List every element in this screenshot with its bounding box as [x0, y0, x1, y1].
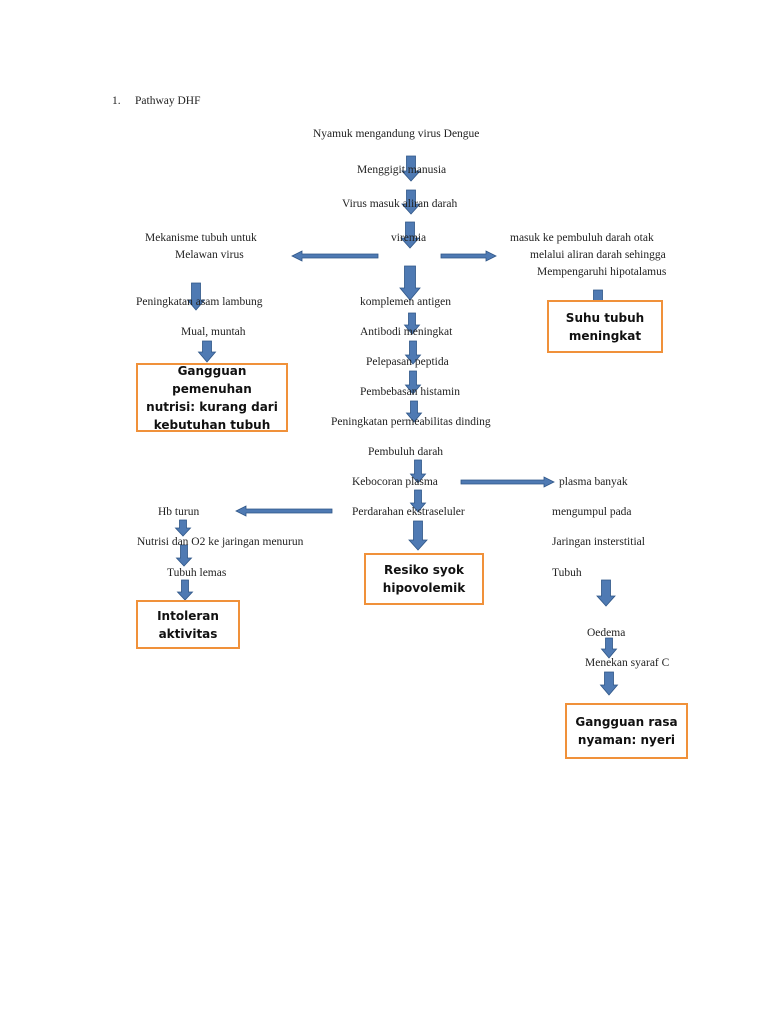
heading-number: 1.	[112, 95, 121, 107]
diagnosis-suhu-line2: meningkat	[568, 328, 642, 343]
node-viremia: viremia	[391, 232, 427, 244]
arrow-nutrisi-o2-to-lemas	[175, 544, 193, 567]
node-menggigit: Menggigit manusia	[357, 164, 447, 176]
node-mekanisme-line1: Mekanisme tubuh untuk	[145, 232, 257, 244]
arrow-komplemen-to-antibodi	[403, 312, 421, 335]
node-peningkatan-asam: Peningkatan asam lambung	[136, 296, 263, 308]
node-menekan: Menekan syaraf C	[585, 657, 670, 669]
diagnosis-resiko-syok: Resiko syok hipovolemik	[364, 553, 484, 605]
arrow-kebocoran-to-perdarahan	[409, 489, 427, 513]
diagnosis-nyaman-line2: nyaman: nyeri	[577, 733, 676, 747]
node-oedema: Oedema	[587, 627, 626, 639]
diagnosis-syok-line1: Resiko syok	[384, 563, 464, 577]
node-permeabilitas: Peningkatan permeabilitas dinding	[331, 416, 491, 428]
arrow-pembuluh-to-kebocoran	[409, 459, 427, 484]
diagnosis-syok-line2: hipovolemik	[382, 581, 466, 595]
diagnosis-intoleran-line1: Intoleran	[157, 608, 219, 623]
node-pembuluh: Pembuluh darah	[368, 446, 444, 458]
arrow-viremia-to-pembuluh-otak	[440, 250, 497, 262]
diagnosis-nutrisi-line1: Gangguan pemenuhan	[172, 363, 252, 396]
arrow-perdarahan-to-syok	[408, 520, 428, 551]
diagnosis-suhu-line1: Suhu tubuh	[565, 310, 645, 325]
arrow-antibodi-to-pelepasan	[404, 340, 422, 365]
arrow-mual-to-nutrisi	[197, 340, 217, 363]
node-masuk-pembuluh-line2: melalui aliran darah sehingga	[530, 249, 666, 261]
diagnosis-nutrisi-line3: kebutuhan tubuh	[153, 417, 271, 432]
node-mengumpul: mengumpul pada	[552, 506, 632, 518]
arrow-viremia-to-mekanisme	[291, 250, 379, 262]
diagnosis-intoleran: Intoleran aktivitas	[136, 600, 240, 649]
node-virus-masuk: Virus masuk aliran darah	[342, 198, 458, 210]
node-nyamuk: Nyamuk mengandung virus Dengue	[313, 128, 480, 140]
arrow-menekan-to-nyaman	[599, 671, 619, 696]
node-kebocoran: Kebocoran plasma	[352, 476, 438, 488]
arrow-viremia-to-komplemen	[399, 265, 421, 301]
node-pelepasan: Pelepasan peptida	[366, 356, 449, 368]
arrow-perdarahan-to-hb	[235, 505, 333, 517]
node-tubuh: Tubuh	[552, 567, 582, 579]
arrow-nyamuk-to-menggigit	[401, 155, 421, 182]
node-nutrisi-o2: Nutrisi dan O2 ke jaringan menurun	[137, 536, 304, 548]
arrow-menggigit-to-virus	[401, 189, 421, 215]
diagnosis-intoleran-line2: aktivitas	[158, 626, 218, 641]
node-komplemen: komplemen antigen	[360, 296, 452, 308]
node-mual: Mual, muntah	[181, 326, 246, 338]
arrow-tubuh-to-oedema	[596, 579, 616, 607]
node-mekanisme-line2: Melawan virus	[175, 249, 244, 261]
diagnosis-suhu-tubuh: Suhu tubuh meningkat	[547, 300, 663, 353]
arrow-lemas-to-intoleran	[176, 579, 194, 601]
node-plasma-banyak: plasma banyak	[559, 476, 628, 488]
diagnosis-gangguan-nutrisi: Gangguan pemenuhan nutrisi: kurang dari ke…	[136, 363, 288, 432]
diagnosis-nutrisi-line2: nutrisi: kurang dari	[146, 399, 278, 414]
arrow-virus-to-viremia	[400, 221, 420, 249]
node-hb-turun: Hb turun	[158, 506, 200, 518]
arrow-pelepasan-to-pembebasan	[404, 370, 422, 395]
node-tubuh-lemas: Tubuh lemas	[167, 567, 227, 579]
node-antibodi: Antibodi meningkat	[360, 326, 453, 338]
arrow-pembebasan-to-permeabilitas	[405, 400, 423, 423]
diagnosis-gangguan-nyaman: Gangguan rasa nyaman: nyeri	[565, 703, 688, 759]
node-perdarahan: Perdarahan ekstraseluler	[352, 506, 465, 518]
node-masuk-pembuluh-line1: masuk ke pembuluh darah otak	[510, 232, 654, 244]
arrow-hb-to-nutrisi-o2	[174, 519, 192, 537]
diagnosis-nyaman-line1: Gangguan rasa	[575, 715, 678, 729]
arrow-kebocoran-to-plasma	[460, 476, 555, 488]
page-title: Pathway DHF	[135, 95, 201, 107]
arrow-oedema-to-menekan	[600, 637, 618, 659]
node-jaringan: Jaringan insterstitial	[552, 536, 645, 548]
node-pembebasan: Pembebasan histamin	[360, 386, 460, 398]
node-masuk-pembuluh-line3: Mempengaruhi hipotalamus	[537, 266, 667, 278]
arrow-mekanisme-to-asam	[186, 282, 206, 311]
